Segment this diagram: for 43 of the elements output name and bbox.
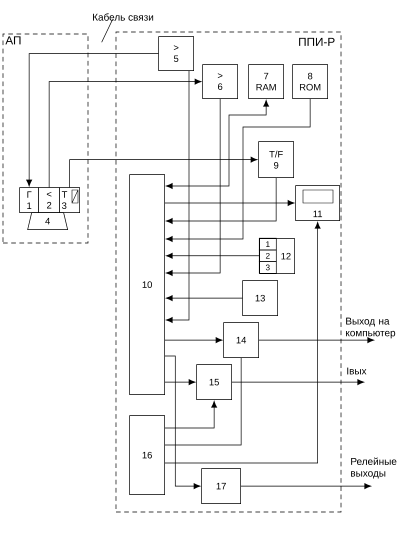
arrow bbox=[166, 178, 276, 224]
edge-label: Релейные выходы bbox=[351, 457, 396, 479]
block-box: > 6 bbox=[202, 64, 238, 99]
block-cell: < 2 bbox=[38, 187, 60, 213]
arrow bbox=[69, 156, 258, 188]
block-box: 14 bbox=[223, 322, 259, 358]
arrow bbox=[164, 222, 321, 464]
arrow bbox=[164, 379, 196, 386]
arrow bbox=[166, 98, 220, 276]
arrow bbox=[26, 53, 159, 186]
edge-label: Iвых bbox=[347, 368, 366, 374]
arrow bbox=[166, 252, 260, 259]
block-box: 7 RAM bbox=[248, 64, 284, 99]
arrow bbox=[164, 400, 218, 428]
arrow bbox=[258, 337, 374, 344]
leader-line bbox=[101, 18, 114, 43]
block-cell: 1 bbox=[258, 238, 277, 250]
connector-line bbox=[164, 358, 242, 446]
arrow bbox=[48, 78, 202, 188]
arrow bbox=[166, 98, 310, 242]
arrow bbox=[164, 337, 222, 344]
block-cell: 3 bbox=[258, 261, 277, 274]
arrow bbox=[232, 379, 364, 386]
block-box: 8 ROM bbox=[292, 64, 328, 99]
block-box: 10 bbox=[129, 174, 165, 395]
block-box: 17 bbox=[201, 468, 241, 504]
block-cell: Г 1 bbox=[19, 187, 39, 213]
arrow bbox=[166, 70, 190, 323]
block-box: > 5 bbox=[158, 36, 194, 71]
arrow bbox=[166, 100, 270, 189]
arrow bbox=[166, 295, 243, 302]
display-box: 11 bbox=[295, 185, 340, 221]
block-cell: T 3 bbox=[59, 187, 80, 213]
block-box: T/F 9 bbox=[258, 141, 294, 178]
block-box: 16 bbox=[129, 415, 165, 495]
block-box: 13 bbox=[242, 280, 278, 316]
block-cell: 2 bbox=[258, 250, 277, 262]
arrow bbox=[240, 483, 372, 490]
arrow bbox=[164, 200, 294, 206]
edge-label: Выход на компьютер bbox=[346, 318, 396, 338]
cable-label: Кабель связи bbox=[93, 13, 154, 21]
block-box: 15 bbox=[196, 364, 232, 400]
arrow bbox=[164, 356, 200, 490]
